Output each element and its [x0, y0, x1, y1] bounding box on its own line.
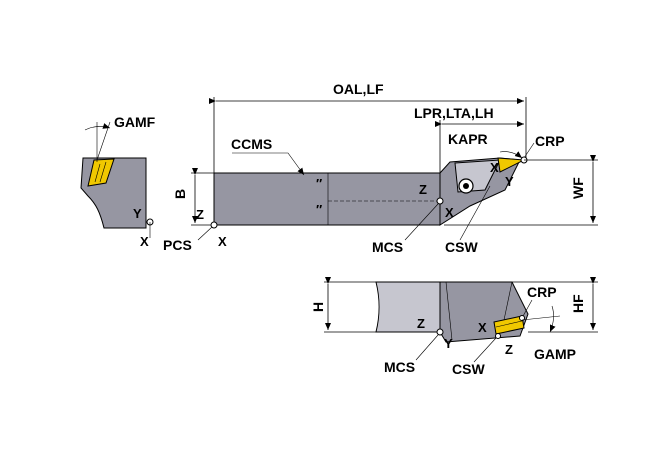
- end-view: GAMF Y X: [80, 114, 156, 249]
- top-view: ″ ″ B OAL,LF LPR,LTA,LH KAPR CRP X Y: [163, 81, 598, 255]
- b-label: B: [172, 189, 188, 199]
- mcs-top-origin-icon: [436, 197, 444, 205]
- side-mcs-axis-y: Y: [444, 336, 453, 351]
- wf-label: WF: [570, 177, 586, 199]
- side-csw-axis-z: Z: [505, 342, 513, 357]
- crp-top-axis-x: X: [490, 160, 499, 175]
- insert-line: [94, 163, 101, 183]
- csw-bottom-leader: [473, 337, 497, 363]
- crp-bottom-leader: [521, 299, 533, 319]
- pcs-origin-icon: [210, 221, 218, 229]
- side-insert-line: [495, 320, 523, 328]
- gamp-ref-line: [521, 315, 561, 321]
- crp-top-axis-y: Y: [505, 174, 514, 189]
- section-mark-icon: ″: [316, 202, 322, 217]
- gamf-label: GAMF: [114, 114, 156, 130]
- section-mark-icon: ″: [316, 176, 322, 191]
- side-mcs-axis-z: Z: [417, 316, 425, 331]
- pcs-leader: [197, 226, 213, 241]
- side-insert: [493, 315, 525, 335]
- side-csw-origin-icon: [495, 333, 501, 339]
- mcs-top-leader: [404, 203, 439, 241]
- crp-top-leader: [523, 142, 535, 159]
- mcs-top-axis-x: X: [445, 205, 454, 220]
- shank-body: [213, 172, 441, 226]
- side-head-line: [503, 281, 513, 321]
- mcs-bottom-label: MCS: [384, 359, 415, 375]
- pcs-axis-z: Z: [196, 207, 204, 222]
- gamf-arc: [84, 123, 111, 131]
- side-mcs-origin-icon: [436, 328, 444, 336]
- mcs-bottom-leader: [415, 334, 439, 361]
- csw-bottom-label: CSW: [452, 361, 485, 377]
- side-head-line: [445, 281, 453, 341]
- end-view-insert: [87, 158, 115, 187]
- lpr-lta-lh-label: LPR,LTA,LH: [414, 105, 494, 121]
- kapr-arc: [499, 151, 523, 159]
- crp-bottom-label: CRP: [527, 284, 557, 300]
- pcs-axis-x: X: [218, 234, 227, 249]
- side-csw-axis-x: X: [478, 320, 487, 335]
- kapr-label: KAPR: [448, 131, 488, 147]
- crp-bottom-point-icon: [519, 315, 525, 321]
- mcs-top-axis-z: Z: [419, 182, 427, 197]
- clamp-screw-center-icon: [463, 183, 469, 189]
- hf-label: HF: [570, 294, 586, 313]
- gamp-label: GAMP: [534, 346, 576, 362]
- end-view-axis-x: X: [140, 234, 149, 249]
- crp-top-label: CRP: [535, 133, 565, 149]
- end-view-axis-y: Y: [133, 206, 142, 221]
- csw-top-label: CSW: [445, 239, 478, 255]
- oal-lf-label: OAL,LF: [333, 81, 384, 97]
- csw-top-leader: [459, 185, 491, 241]
- pcs-label: PCS: [163, 237, 192, 253]
- gamp-arc: [549, 305, 556, 333]
- cutting-tip: [497, 157, 526, 173]
- ccms-label: CCMS: [231, 136, 272, 152]
- insert-line: [99, 161, 107, 183]
- h-label: H: [310, 302, 326, 312]
- side-shank-body: [375, 281, 441, 333]
- mcs-top-label: MCS: [372, 239, 403, 255]
- side-view: H HF CRP GAMP Z Y MCS X Z CSW: [310, 277, 598, 377]
- ccms-leader: [232, 152, 305, 176]
